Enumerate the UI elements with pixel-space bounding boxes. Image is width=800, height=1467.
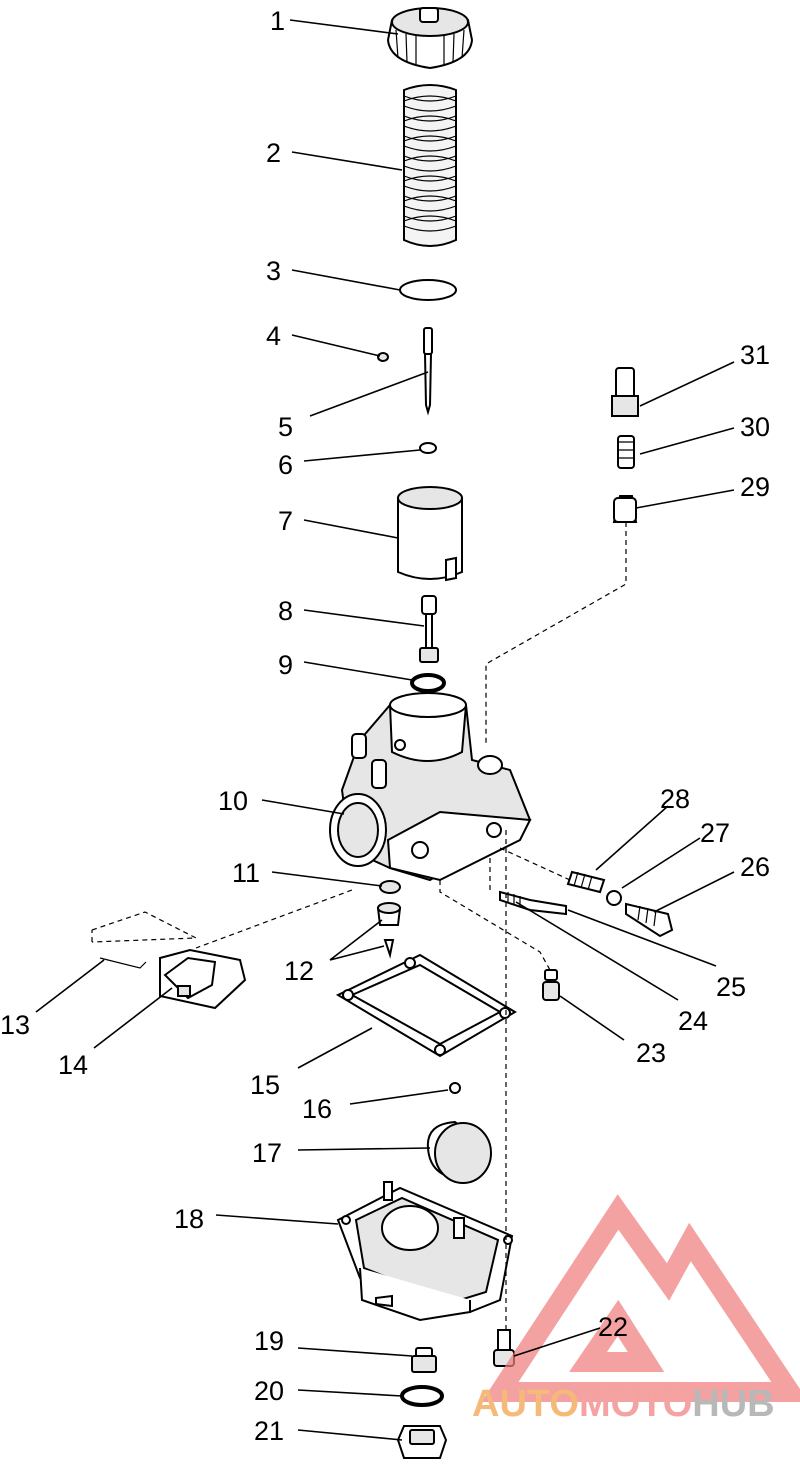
callout-27: 27 <box>700 818 730 848</box>
callout-17: 17 <box>252 1138 282 1168</box>
part-starter-plunger <box>611 367 639 523</box>
watermark-text-hub: HUB <box>692 1383 774 1425</box>
part-idle-adjust <box>566 870 674 938</box>
assembly-line-idle-cap <box>439 880 551 971</box>
callout-6: 6 <box>278 450 293 480</box>
callout-2: 2 <box>266 138 281 168</box>
callout-22: 22 <box>598 1312 628 1342</box>
watermark-logo-icon <box>481 1194 800 1402</box>
callout-24: 24 <box>678 1006 708 1036</box>
assembly-line-adjust <box>499 847 571 881</box>
part-spring <box>403 84 457 247</box>
part-choke-lever <box>91 911 247 1010</box>
callout-7: 7 <box>278 506 293 536</box>
callout-9: 9 <box>278 650 293 680</box>
part-cap <box>386 7 474 70</box>
part-drain-plug <box>396 1425 448 1459</box>
part-float-pin <box>449 1082 461 1094</box>
callout-25: 25 <box>716 972 746 1002</box>
callout-30: 30 <box>740 412 770 442</box>
part-gasket <box>335 953 517 1058</box>
parts-drawing <box>91 7 674 1459</box>
assembly-line-plunger <box>485 522 627 746</box>
callout-15: 15 <box>250 1070 280 1100</box>
callout-3: 3 <box>266 256 281 286</box>
callout-29: 29 <box>740 472 770 502</box>
part-main-jet <box>379 880 401 894</box>
part-needle <box>423 327 433 416</box>
callout-5: 5 <box>278 412 293 442</box>
part-carburetor-body <box>329 692 532 882</box>
callout-16: 16 <box>302 1094 332 1124</box>
part-clip <box>377 352 389 362</box>
callout-14: 14 <box>58 1050 88 1080</box>
callout-18: 18 <box>174 1204 204 1234</box>
watermark-text-moto: MOTO <box>579 1383 692 1425</box>
automotohub-watermark: AUTOMOTOHUB <box>472 1194 800 1425</box>
callout-1: 1 <box>270 6 285 36</box>
callout-20: 20 <box>254 1376 284 1406</box>
callout-11: 11 <box>232 858 260 888</box>
part-plate <box>399 279 457 301</box>
callout-8: 8 <box>278 596 293 626</box>
callout-28: 28 <box>660 784 690 814</box>
part-plug-o-ring <box>400 1385 444 1407</box>
part-needle-jet <box>419 595 439 663</box>
part-float <box>426 1120 492 1184</box>
part-o-ring <box>410 673 446 693</box>
watermark-text-auto: AUTO <box>472 1383 579 1425</box>
part-drain-jet <box>411 1347 437 1373</box>
part-idle-screw-cap <box>542 969 560 1001</box>
part-air-screw <box>499 890 567 916</box>
assembly-line-choke <box>195 889 353 949</box>
part-float-bowl <box>336 1181 514 1322</box>
callout-26: 26 <box>740 852 770 882</box>
part-pilot-jet <box>376 902 402 959</box>
callouts: 1 2 3 4 5 6 7 8 9 10 11 12 13 14 15 16 1 <box>0 6 770 1446</box>
part-washer <box>419 442 437 454</box>
callout-21: 21 <box>254 1416 284 1446</box>
part-throttle-slide <box>397 486 463 582</box>
callout-31: 31 <box>740 340 770 370</box>
callout-4: 4 <box>266 321 281 351</box>
callout-10: 10 <box>218 786 248 816</box>
callout-23: 23 <box>636 1038 666 1068</box>
callout-19: 19 <box>254 1326 284 1356</box>
svg-text:AUTOMOTOHUB: AUTOMOTOHUB <box>472 1383 775 1425</box>
callout-12: 12 <box>284 956 314 986</box>
callout-13: 13 <box>0 1010 30 1040</box>
